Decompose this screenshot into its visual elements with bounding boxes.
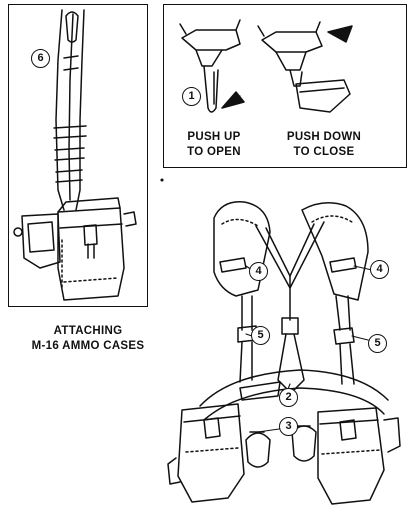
callout-1: 1	[182, 87, 201, 106]
clip-close-caption-line1: PUSH DOWN	[286, 131, 362, 143]
callout-6: 6	[31, 49, 50, 68]
clip-open-caption-line2: TO OPEN	[187, 146, 241, 158]
left-caption-line1: ATTACHING	[53, 325, 123, 337]
left-panel-frame	[8, 4, 148, 307]
clip-panel-frame	[163, 4, 407, 168]
ammo-case-illustration	[13, 9, 137, 301]
callout-5-right: 5	[368, 334, 387, 353]
clip-open-illustration	[179, 19, 245, 113]
callout-4-left: 4	[249, 262, 268, 281]
clip-close-illustration	[257, 21, 353, 113]
callout-2: 2	[279, 388, 298, 407]
callout-4-right: 4	[370, 260, 389, 279]
left-caption-line2: M-16 AMMO CASES	[31, 340, 145, 352]
callout-5-left: 5	[251, 326, 270, 345]
clip-close-caption-line2: TO CLOSE	[293, 146, 355, 158]
callout-3: 3	[279, 417, 298, 436]
harness-illustration	[167, 201, 401, 505]
clip-open-caption-line1: PUSH UP	[187, 131, 241, 143]
